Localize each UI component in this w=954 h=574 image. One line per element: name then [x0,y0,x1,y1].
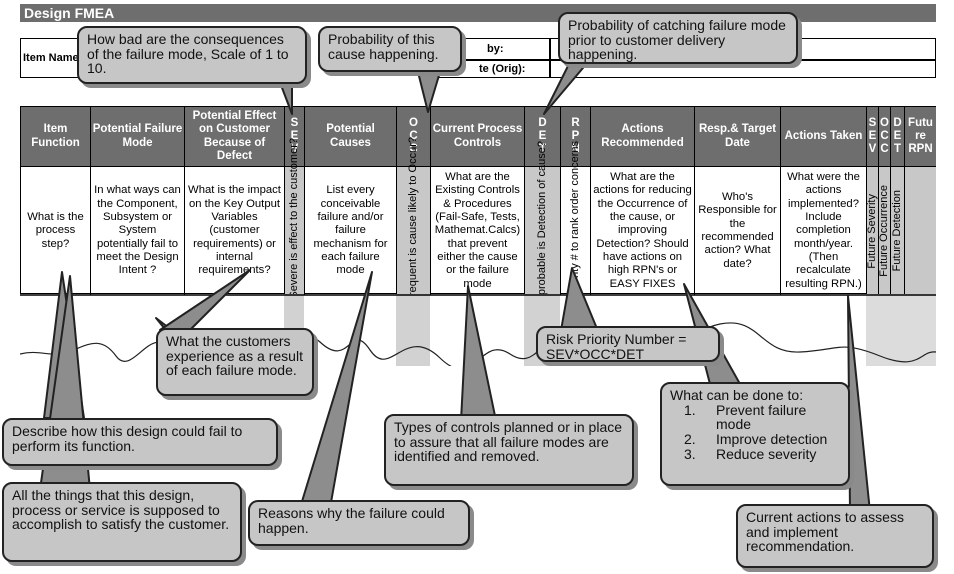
body-actions-recommended: What are the actions for reducing the Oc… [593,171,692,290]
col-item-function: Item Function What is the process step? [21,107,91,295]
col-future-det: D E T Future Detection [891,107,905,295]
col-actions-taken: Actions Taken What were the actions impl… [781,107,867,295]
header-occ: O C C [397,107,430,167]
header-item-function: Item Function [21,107,90,167]
header-rpn: R P N [561,107,590,167]
header-det: D E T [525,107,560,167]
col-controls: Current Process Controls What are the Ex… [431,107,525,295]
body-future-sev: Future Severity [866,167,878,295]
callout-actions-title: What can be done to: [670,387,804,403]
header-causes: Potential Causes [305,107,396,167]
body-item-function: What is the process step? [27,211,84,250]
callout-actions-list: 1. Prevent failure mode 2. Improve detecti… [670,401,840,462]
col-effect: Potential Effect on Customer Because of … [185,107,285,295]
col-future-rpn: Futu re RPN [905,107,936,295]
body-effect: What is the impact on the Key Output Var… [188,184,281,277]
header-effect: Potential Effect on Customer Because of … [185,107,284,167]
callout-rpn: Risk Priority Number = SEV*OCC*DET [536,326,720,362]
col-det: D E T How probable is Detection of cause… [525,107,561,321]
col-rpn: R P N Risk Priority # to rank order conc… [561,107,591,321]
body-controls: What are the Existing Controls & Procedu… [434,171,521,290]
header-actions-recommended: Actions Recommended [591,107,694,167]
body-occ: How frequent is cause likely to Occur? [397,137,430,325]
col-future-occ: O C C Future Occurrence [878,107,891,295]
col-sev: S E V How Severe is effect to the custom… [285,107,305,324]
body-future-det: Future Detection [891,167,904,295]
col-occ: O C C How frequent is cause likely to Oc… [397,107,431,325]
header-actions-taken: Actions Taken [781,107,866,167]
col-actions-recommended: Actions Recommended What are the actions… [591,107,695,295]
header-sev: S E V [285,107,304,167]
body-det: How probable is Detection of cause? [525,141,560,321]
body-causes: List every conceivable failure and/or fa… [313,184,388,277]
header-future-sev: S E V [867,107,878,167]
callout-actions: What can be done to: 1. Prevent failure m… [660,382,850,486]
callout-actions-item: 3. Reduce severity [670,447,840,462]
callout-effect: What the customers experience as a resul… [156,328,314,396]
col-causes: Potential Causes List every conceivable … [305,107,397,295]
header-future-rpn: Futu re RPN [905,107,936,167]
callout-failure-mode: Describe how this design could fail to p… [2,418,278,466]
callout-actions-item: 1. Prevent failure mode [670,401,840,433]
callout-function: All the things that this design, process… [2,482,242,562]
actions-item-number: 2. [684,431,696,448]
actions-item-text: Improve detection [716,431,828,448]
actions-item-number: 1. [684,401,696,418]
fmea-table: Item Function What is the process step? … [20,106,936,325]
col-resp-target: Resp.& Target Date Who's Responsible for… [695,107,781,295]
actions-item-text: Reduce severity [716,445,817,462]
callout-controls: Types of controls planned or in place to… [384,414,634,486]
by-text: by: [487,43,504,55]
actions-item-text: Prevent failure mode [716,401,807,433]
callout-detection: Probability of catching failure mode pri… [558,12,798,64]
header-future-det: D E T [891,107,904,167]
callout-actions-item: 2. Improve detection [670,432,840,447]
item-name-text: Item Name [23,52,79,64]
body-sev: How Severe is effect to the customer? [285,138,304,324]
callout-current-actions: Current actions to assess and implement … [736,504,934,568]
actions-item-number: 3. [684,445,696,462]
header-controls: Current Process Controls [431,107,524,167]
header-failure-mode: Potential Failure Mode [91,107,184,167]
body-future-occ: Future Occurrence [878,167,890,295]
callout-occurrence: Probability of this cause happening. [318,26,462,72]
body-failure-mode: In what ways can the Component, Subsyste… [94,184,181,277]
header-resp-target: Resp.& Target Date [695,107,780,167]
body-future-rpn [905,167,936,295]
callout-causes: Reasons why the failure could happen. [248,500,470,546]
header-future-occ: O C C [879,107,890,167]
body-actions-taken: What were the actions implemented? Inclu… [785,171,862,290]
date-orig-text: te (Orig): [479,63,526,75]
col-failure-mode: Potential Failure Mode In what ways can … [91,107,185,295]
col-future-sev: S E V Future Severity [866,107,879,295]
body-resp-target: Who's Responsible for the recommended ac… [698,191,777,270]
callout-severity: How bad are the consequences of the fail… [77,26,307,84]
